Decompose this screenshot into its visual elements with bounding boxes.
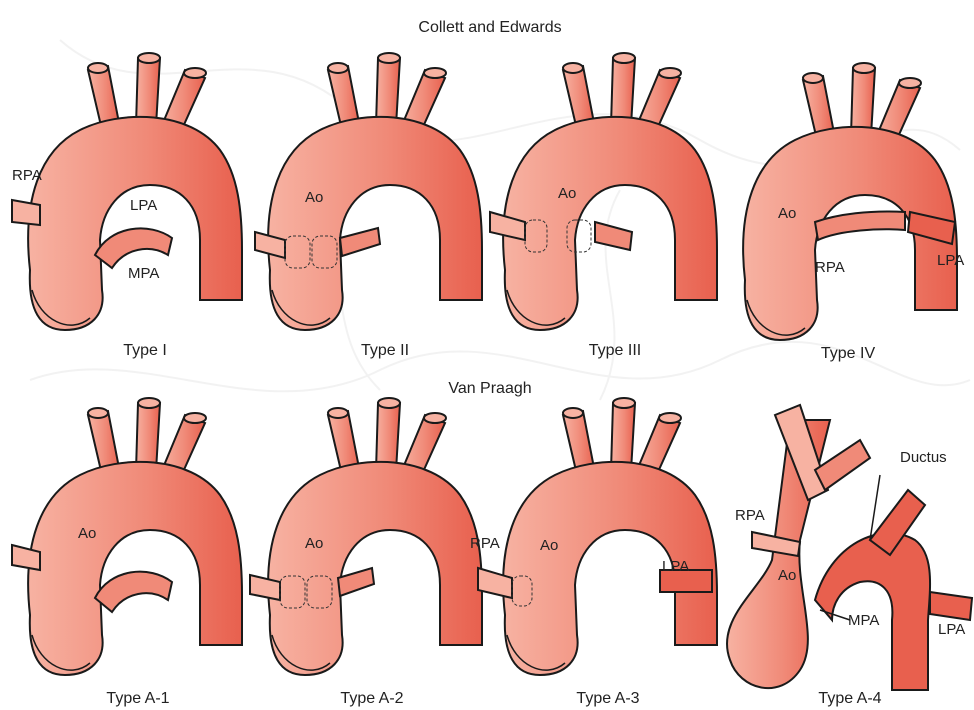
label-ao: Ao xyxy=(778,567,796,584)
panel-type-i: RPA LPA MPA Type I xyxy=(12,53,242,359)
rpa-vessel xyxy=(12,200,40,225)
label-ao: Ao xyxy=(778,205,796,222)
caption-type-a-2: Type A-2 xyxy=(340,690,403,707)
caption-type-a-3: Type A-3 xyxy=(576,690,639,707)
panel-type-a-3: RPA Ao LPA Type A-3 xyxy=(470,398,717,707)
caption-type-a-4: Type A-4 xyxy=(818,690,881,707)
label-rpa: RPA xyxy=(12,167,42,184)
panel-type-iv: Ao RPA LPA Type IV xyxy=(743,63,964,362)
label-lpa: LPA xyxy=(938,621,965,638)
label-lpa: LPA xyxy=(937,252,964,269)
caption-type-i: Type I xyxy=(123,342,167,359)
caption-type-iv: Type IV xyxy=(821,345,876,362)
label-rpa: RPA xyxy=(735,507,765,524)
panel-type-a-1: Ao Type A-1 xyxy=(12,398,242,707)
label-rpa: RPA xyxy=(470,535,500,552)
label-ao: Ao xyxy=(558,185,576,202)
panel-type-iii: Ao Type III xyxy=(490,53,717,359)
panel-type-ii: Ao Type II xyxy=(255,53,482,359)
label-mpa: MPA xyxy=(848,612,879,629)
mpa-vessel xyxy=(95,228,172,268)
label-lpa: LPA xyxy=(130,197,157,214)
label-ao: Ao xyxy=(305,535,323,552)
label-ao: Ao xyxy=(540,537,558,554)
label-lpa: LPA xyxy=(662,558,689,575)
label-mpa: MPA xyxy=(128,265,159,282)
label-ao: Ao xyxy=(78,525,96,542)
caption-type-ii: Type II xyxy=(361,342,409,359)
label-ao: Ao xyxy=(305,189,323,206)
label-rpa: RPA xyxy=(815,259,845,276)
label-ductus: Ductus xyxy=(900,449,947,466)
panel-type-a-2: Ao Type A-2 xyxy=(250,398,482,707)
caption-type-a-1: Type A-1 xyxy=(106,690,169,707)
header-collett-edwards: Collett and Edwards xyxy=(418,19,561,36)
caption-type-iii: Type III xyxy=(589,342,641,359)
panel-type-a-4: Ductus RPA Ao MPA LPA Type A-4 xyxy=(727,405,972,707)
header-van-praagh: Van Praagh xyxy=(448,380,531,397)
